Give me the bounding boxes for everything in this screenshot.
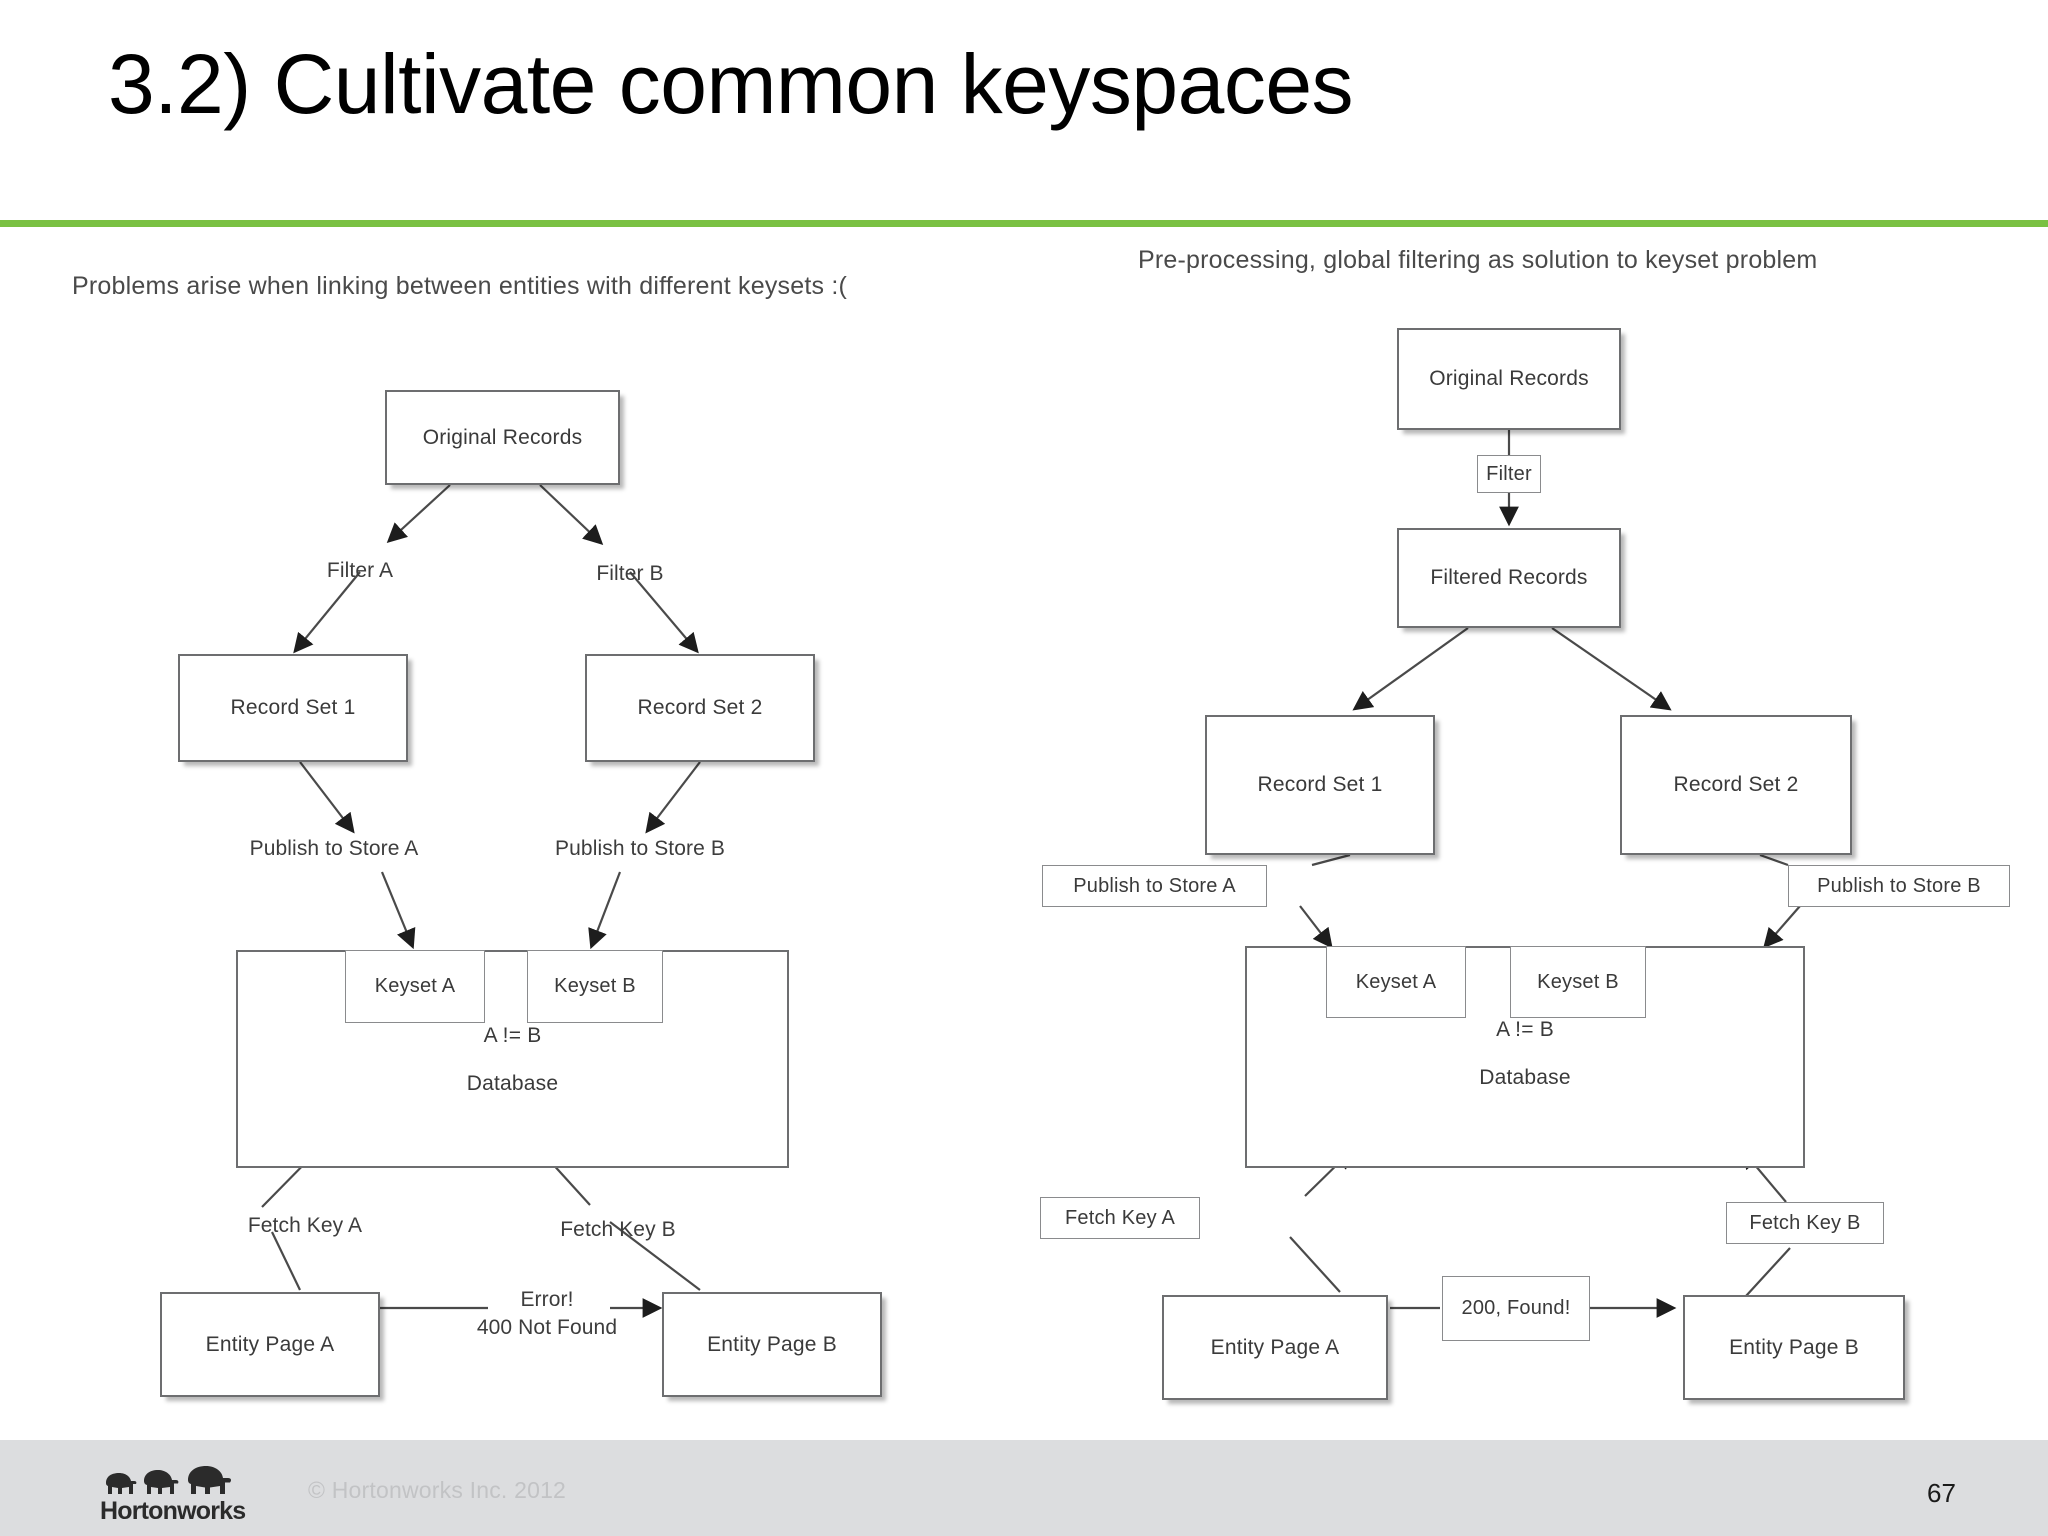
node-keyset-a: Keyset A [1326,946,1466,1018]
edge-label-filter-b: Filter B [596,562,664,585]
error-line-1: Error! [520,1288,574,1311]
elephants-icon [106,1466,232,1494]
footer-copyright: © Hortonworks Inc. 2012 [308,1477,567,1503]
diagram-solution: Pre-processing, global filtering as solu… [1040,222,2048,1440]
edge-label-publish-store-a: Publish to Store A [249,837,419,860]
node-record-set-1: Record Set 1 [178,654,408,762]
diagram-left-edges [261,484,701,1318]
footer-band [0,1440,2048,1536]
diagram-problem: Problems arise when linking between enti… [0,222,1060,1440]
node-database: A != B Database [236,950,789,1168]
hortonworks-logo: Hortonworks [100,1463,300,1525]
edge-label-fetch-key-b: Fetch Key B [560,1218,676,1241]
edge-label-error-result: Error! 400 Not Found [432,1286,662,1343]
page-title: 3.2) Cultivate common keyspaces [108,37,1354,131]
node-publish-store-b: Publish to Store B [1788,865,2010,907]
node-result-status: 200, Found! [1442,1276,1590,1341]
node-filter: Filter [1477,455,1541,493]
node-fetch-key-a: Fetch Key A [1040,1197,1200,1239]
diagram-right-caption: Pre-processing, global filtering as solu… [1138,246,1818,274]
node-keyset-a: Keyset A [345,950,485,1023]
node-original-records: Original Records [385,390,620,485]
node-record-set-2: Record Set 2 [585,654,815,762]
node-entity-page-b: Entity Page B [1683,1295,1905,1400]
page-number: 67 [1927,1478,1956,1508]
edge-label-publish-store-b: Publish to Store B [555,837,725,860]
node-filtered-records: Filtered Records [1397,528,1621,628]
edge-label-filter-a: Filter A [326,559,394,582]
database-compare-text: A != B [1496,1018,1554,1041]
node-entity-page-a: Entity Page A [1162,1295,1388,1400]
diagram-right-edges [1289,430,1801,1318]
error-line-2: 400 Not Found [476,1316,618,1340]
node-record-set-2: Record Set 2 [1620,715,1852,855]
database-label-text: Database [466,1072,559,1095]
node-entity-page-b: Entity Page B [662,1292,882,1397]
title-divider-rule [0,220,2048,227]
database-compare-text: A != B [483,1024,542,1047]
node-record-set-1: Record Set 1 [1205,715,1435,855]
node-fetch-key-b: Fetch Key B [1726,1202,1884,1244]
node-original-records: Original Records [1397,328,1621,430]
edge-label-fetch-key-a: Fetch Key A [247,1214,363,1237]
node-keyset-b: Keyset B [527,950,663,1023]
node-publish-store-a: Publish to Store A [1042,865,1267,907]
diagram-left-caption: Problems arise when linking between enti… [72,272,848,300]
hortonworks-wordmark: Hortonworks [100,1497,246,1525]
database-label-text: Database [1479,1066,1571,1089]
node-keyset-b: Keyset B [1510,946,1646,1018]
node-entity-page-a: Entity Page A [160,1292,380,1397]
